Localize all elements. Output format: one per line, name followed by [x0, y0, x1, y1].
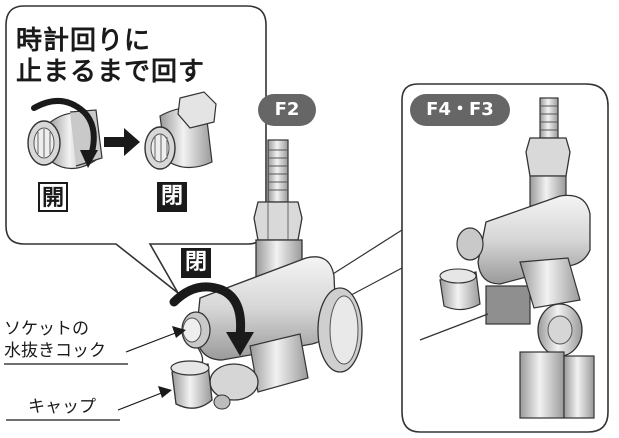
instruction-callout-box [5, 5, 267, 294]
drain-cock-label-line-1: ソケットの [4, 319, 89, 339]
clockwise-arrow-icon [169, 282, 254, 356]
model-badge-f2: F2 [258, 94, 316, 126]
arrow-right-icon [104, 128, 140, 156]
instruction-line-2: 止まるまで回す [16, 57, 206, 87]
closed-knob-illustration [144, 91, 217, 170]
cap-leader [6, 386, 172, 421]
instruction-text: 時計回りに 止まるまで回す [16, 26, 205, 88]
model-badge-f4-f3: F4・F3 [410, 94, 510, 126]
drain-cock-label: ソケットの 水抜きコック [4, 318, 106, 362]
drain-cock-leader [125, 326, 186, 353]
f4-f3-valve-illustration [419, 97, 595, 419]
instruction-line-1: 時計回りに [16, 26, 152, 56]
closed-label-main: 閉 [181, 248, 211, 278]
open-label: 開 [38, 182, 68, 212]
clockwise-arrow-icon [31, 98, 98, 168]
drain-cock-label-line-2: 水抜きコック [4, 341, 106, 361]
cap-label: キャップ [28, 397, 96, 417]
closed-label: 閉 [157, 182, 187, 212]
